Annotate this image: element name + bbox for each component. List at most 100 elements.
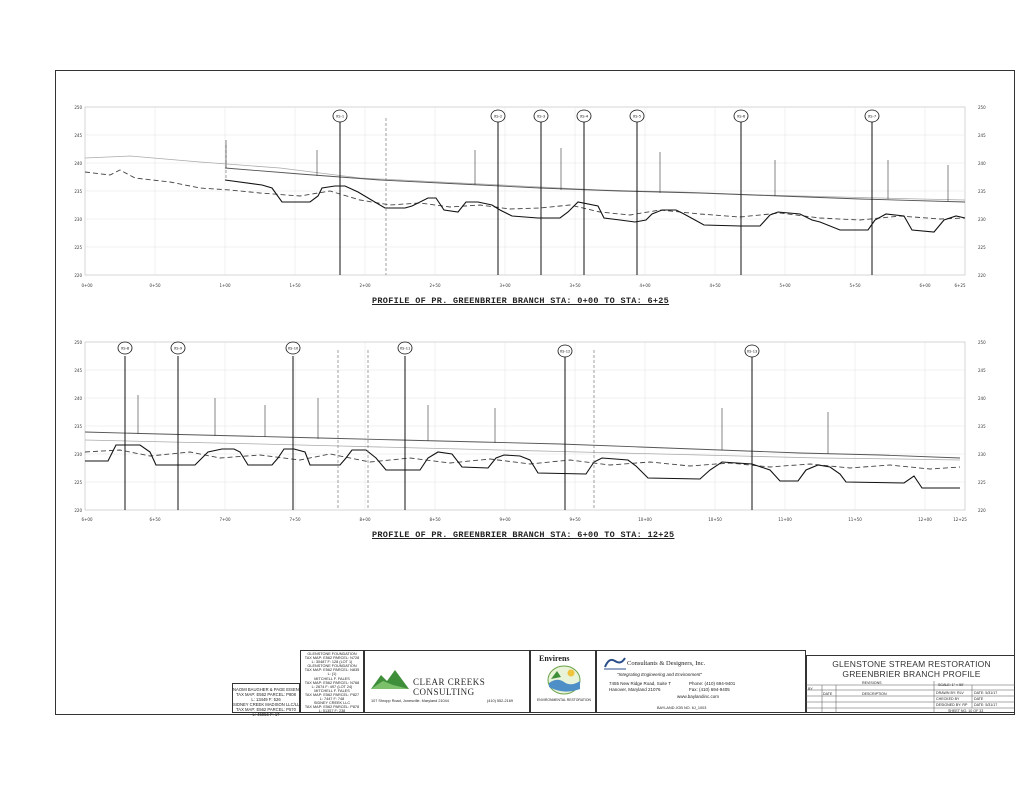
profile-2-plot: XS-8 XS-9 XS-10 XS-11 XS-12 XS-13 250 24… bbox=[74, 340, 986, 522]
p2-ytick-left-1: 245 bbox=[74, 368, 82, 373]
profile-1-proposed-thalweg bbox=[224, 179, 966, 233]
owners-left-box: NAOMI BAUGHER & PAGE EISENBEIS TAX MAP: … bbox=[232, 683, 308, 717]
rev-date-label: DATE bbox=[823, 692, 833, 696]
p1-xtick-11: 5+50 bbox=[850, 283, 861, 288]
xs-tag-2: XS-2 bbox=[494, 115, 502, 119]
p2-xtick-9: 10+50 bbox=[708, 517, 722, 522]
p2-xtick-1: 6+50 bbox=[150, 517, 161, 522]
p1-xtick-1: 0+50 bbox=[150, 283, 161, 288]
envirens-sub: ENVIRONMENTAL RESTORATION bbox=[537, 698, 591, 702]
profile-1-plot: XS-1 XS-2 XS-3 XS-4 XS-5 XS-6 XS-7 250 2… bbox=[74, 105, 986, 288]
p2-xtick-6: 9+00 bbox=[500, 517, 511, 522]
p2-ytick-left-3: 235 bbox=[74, 424, 82, 429]
clear-creeks-address: 107 Shropp Road, Jonesville, Maryland 21… bbox=[371, 699, 449, 703]
scale-label: SCALE: 1" = 50' bbox=[938, 683, 964, 687]
bayland-logo bbox=[604, 657, 626, 670]
owner-right-line-11: L: 7447 F: 748 bbox=[319, 697, 345, 702]
p1-ytick-right-2: 240 bbox=[978, 161, 986, 166]
bayland-phone: Phone: (410) 694-9401 bbox=[689, 681, 736, 686]
envirens-name: Envirens bbox=[539, 654, 570, 663]
title-block-grid bbox=[806, 681, 1015, 713]
xs-tag-13: XS-13 bbox=[747, 350, 758, 354]
owner-right-line-10: TAX MAP: E562 PARCEL: P827 bbox=[304, 692, 360, 697]
xs-tag-7: XS-7 bbox=[868, 115, 876, 119]
p1-xtick-12: 6+00 bbox=[920, 283, 931, 288]
clear-creeks-logo bbox=[371, 670, 409, 689]
p1-ytick-right-5: 225 bbox=[978, 245, 986, 250]
bayland-box: Consultants & Designers, Inc. "Integrati… bbox=[596, 650, 806, 713]
xs-tag-1: XS-1 bbox=[336, 115, 344, 119]
bayland-job: BAYLAND JOB NO. 6J_1003 bbox=[657, 706, 707, 710]
owner-right-line-1: TAX MAP: E562 PARCEL: N728 bbox=[304, 656, 360, 661]
p1-ytick-right-6: 220 bbox=[978, 273, 986, 278]
p2-ytick-right-0: 250 bbox=[978, 340, 986, 345]
p1-xtick-13: 6+25 bbox=[955, 283, 966, 288]
p2-xtick-10: 11+00 bbox=[778, 517, 792, 522]
owner-right-line-6: MITCHELL F. FALES bbox=[314, 676, 350, 681]
owner-right-line-13: TAX MAP: E562 PARCEL: P878 bbox=[304, 705, 360, 710]
title-block: GLENSTONE STREAM RESTORATION GREENBRIER … bbox=[806, 655, 1015, 713]
owner-right-line-0: GLENSTONE FOUNDATION bbox=[307, 652, 357, 656]
p2-ytick-left-4: 230 bbox=[74, 452, 82, 457]
p2-xtick-3: 7+50 bbox=[290, 517, 301, 522]
owner-right-line-9: MITCHELL F. FALES bbox=[314, 688, 350, 693]
owner-left-line-4: TAX MAP: E562 PARCEL: P570 bbox=[236, 707, 296, 712]
p1-xtick-3: 1+50 bbox=[290, 283, 301, 288]
bayland-tagline: "Integrating Engineering and Environment… bbox=[617, 672, 702, 677]
profile-1-bankfull-line bbox=[224, 167, 966, 203]
xs-tag-8: XS-8 bbox=[121, 347, 130, 351]
sheet-number: SHEET NO. 10 OF 33 bbox=[948, 709, 984, 713]
checked-date-label: DATE bbox=[974, 697, 984, 701]
p2-xtick-4: 8+00 bbox=[360, 517, 371, 522]
rev-by-label: BY bbox=[808, 687, 813, 691]
bayland-web: www.baylandinc.com bbox=[677, 694, 720, 699]
designed-date-label: DATE: 5/31/17 bbox=[974, 703, 998, 707]
owner-right-line-2: L: 30487 F: 128 (LOT 1) bbox=[311, 660, 353, 665]
p2-xtick-2: 7+00 bbox=[220, 517, 231, 522]
p1-ytick-left-4: 230 bbox=[74, 217, 82, 222]
p1-xtick-9: 4+50 bbox=[710, 283, 721, 288]
p2-ytick-right-4: 230 bbox=[978, 452, 986, 457]
p1-ytick-left-6: 220 bbox=[74, 273, 82, 278]
p1-ytick-left-5: 225 bbox=[74, 245, 82, 250]
sheet-title-line-2: GREENBRIER BRANCH PROFILE bbox=[842, 669, 981, 679]
p1-xtick-6: 3+00 bbox=[500, 283, 511, 288]
bayland-address-2: Hanover, Maryland 21076 bbox=[609, 687, 661, 692]
owner-left-line-1: TAX MAP: E562 PARCEL: P808 bbox=[236, 692, 296, 697]
owners-right-box: GLENSTONE FOUNDATION TAX MAP: E562 PARCE… bbox=[300, 650, 364, 713]
owner-left-line-2: L: 13449 F: 526 bbox=[251, 697, 281, 702]
p1-xtick-7: 3+50 bbox=[570, 283, 581, 288]
p1-ytick-left-3: 235 bbox=[74, 189, 82, 194]
owner-left-line-3: SIDNEY CREEK MADISON LLC/LLC bbox=[233, 702, 303, 707]
clear-creeks-box: CLEAR CREEKS CONSULTING 107 Shropp Road,… bbox=[364, 650, 530, 713]
p1-xtick-8: 4+00 bbox=[640, 283, 651, 288]
p1-xtick-5: 2+50 bbox=[430, 283, 441, 288]
p1-xtick-0: 0+00 bbox=[82, 283, 93, 288]
p2-xtick-13: 12+25 bbox=[953, 517, 967, 522]
profile-2-existing-ground bbox=[84, 449, 961, 470]
clear-creeks-phone: (410) 552-2169 bbox=[487, 699, 513, 703]
p2-ytick-left-6: 220 bbox=[74, 508, 82, 513]
drawn-date-label: DATE: 5/31/17 bbox=[974, 691, 998, 695]
p2-xtick-0: 6+00 bbox=[82, 517, 93, 522]
xs-tag-9: XS-9 bbox=[174, 347, 183, 351]
p2-ytick-right-6: 220 bbox=[978, 508, 986, 513]
revisions-header: REVISIONS bbox=[862, 681, 882, 685]
p1-ytick-right-3: 235 bbox=[978, 189, 986, 194]
profile-2-left-top-of-bank bbox=[84, 439, 961, 461]
envirens-box: Envirens ENVIRONMENTAL RESTORATION bbox=[530, 650, 596, 713]
p1-ytick-left-1: 245 bbox=[74, 133, 82, 138]
profile-1-existing-ground bbox=[84, 169, 966, 221]
p2-xtick-11: 11+50 bbox=[848, 517, 862, 522]
xs-tag-4: XS-4 bbox=[580, 115, 589, 119]
p2-xtick-8: 10+00 bbox=[638, 517, 652, 522]
p1-xtick-4: 2+00 bbox=[360, 283, 371, 288]
xs-tag-5: XS-5 bbox=[633, 115, 641, 119]
drawn-by-label: DRAWN BY: RLV bbox=[936, 691, 964, 695]
p2-ytick-right-3: 235 bbox=[978, 424, 986, 429]
p2-xtick-5: 8+50 bbox=[430, 517, 441, 522]
p2-xtick-12: 12+00 bbox=[918, 517, 932, 522]
p1-xtick-2: 1+00 bbox=[220, 283, 231, 288]
drawing-border bbox=[55, 70, 1015, 715]
